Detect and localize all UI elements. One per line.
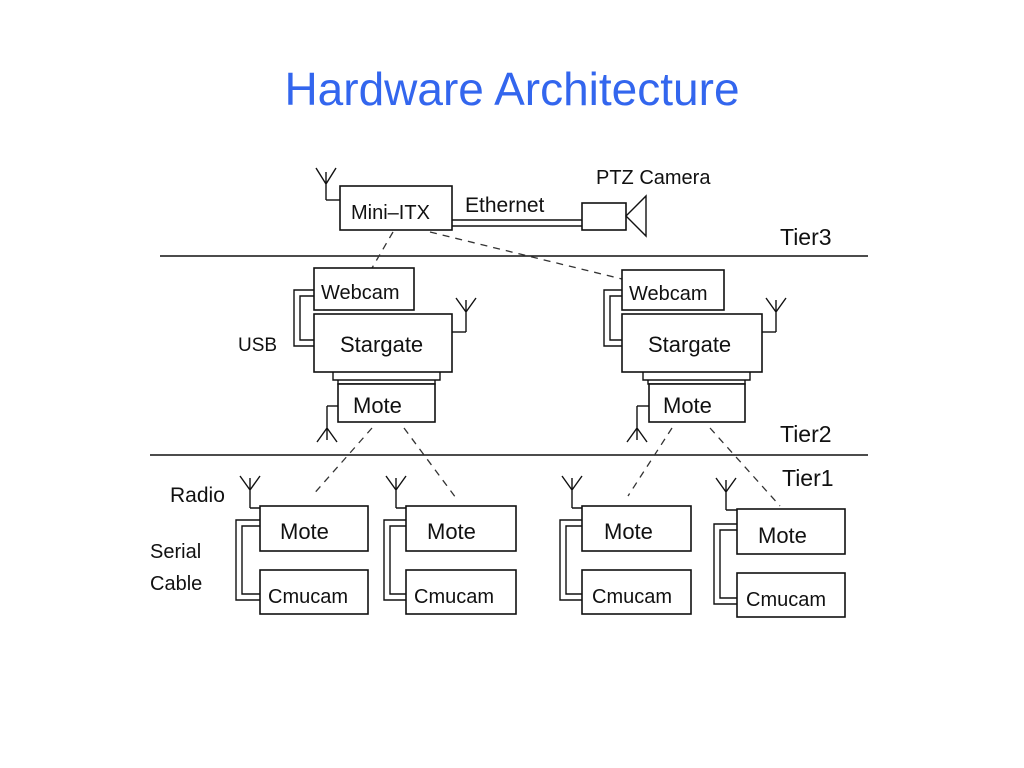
radio-label: Radio xyxy=(170,484,225,507)
usb-label: USB xyxy=(238,335,277,356)
ptz-camera-icon xyxy=(581,194,647,238)
stargate-box-left xyxy=(313,313,453,373)
slide-title: Hardware Architecture xyxy=(284,63,740,115)
tier2-label: Tier2 xyxy=(780,421,832,447)
antenna-icon xyxy=(561,475,583,509)
stargate-label-left: Stargate xyxy=(340,332,423,357)
serial-cable-label-line2: Cable xyxy=(150,573,202,595)
webcam-box-left xyxy=(313,267,415,311)
link-miniitx-left-webcam xyxy=(371,231,394,269)
webcam-box-right xyxy=(621,269,725,311)
mini-itx-label: Mini–ITX xyxy=(351,202,430,224)
antenna-icon xyxy=(715,477,737,511)
tier3-label: Tier3 xyxy=(780,224,832,250)
serial-cable-node1 xyxy=(235,519,260,601)
link-miniitx-right-webcam xyxy=(429,231,623,280)
mote-label-left-tier2: Mote xyxy=(353,393,402,418)
stargate-mote-connector-right xyxy=(642,372,751,385)
cmucam-label-node4: Cmucam xyxy=(746,589,826,611)
ethernet-label: Ethernet xyxy=(465,194,545,217)
antenna-icon xyxy=(385,475,407,509)
cmucam-box-node4 xyxy=(736,572,846,618)
cmucam-label-node1: Cmucam xyxy=(268,586,348,608)
cmucam-box-node1 xyxy=(259,569,369,615)
cmucam-label-node2: Cmucam xyxy=(414,586,494,608)
serial-cable-node4 xyxy=(713,523,737,605)
serial-cable-node2 xyxy=(383,519,406,601)
cmucam-box-node2 xyxy=(405,569,517,615)
usb-cable-left xyxy=(293,289,314,347)
stargate-box-right xyxy=(621,313,763,373)
ethernet-cable xyxy=(452,219,582,227)
link-right-mote-node4 xyxy=(709,427,781,507)
mote-box-right-tier2 xyxy=(648,383,746,423)
webcam-label-left: Webcam xyxy=(321,282,400,304)
cmucam-box-node3 xyxy=(581,569,692,615)
usb-cable-right xyxy=(603,289,622,347)
antenna-icon xyxy=(452,297,477,333)
mote-label-node2: Mote xyxy=(427,519,476,544)
mote-label-node4: Mote xyxy=(758,523,807,548)
mote-label-node3: Mote xyxy=(604,519,653,544)
antenna-icon xyxy=(762,297,787,333)
mote-label-node1: Mote xyxy=(280,519,329,544)
stargate-label-right: Stargate xyxy=(648,332,731,357)
stargate-mote-connector-left xyxy=(332,372,441,385)
link-right-mote-node3 xyxy=(627,427,673,497)
webcam-label-right: Webcam xyxy=(629,283,708,305)
link-left-mote-node2 xyxy=(403,427,457,499)
mote-box-node1 xyxy=(259,505,369,552)
mote-box-node2 xyxy=(405,505,517,552)
tier1-label: Tier1 xyxy=(782,465,834,491)
antenna-icon xyxy=(316,405,338,443)
cmucam-label-node3: Cmucam xyxy=(592,586,672,608)
mini-itx-box xyxy=(339,185,453,231)
antenna-icon xyxy=(626,405,649,443)
mote-box-node4 xyxy=(736,508,846,555)
antenna-icon xyxy=(239,475,261,509)
serial-cable-node3 xyxy=(559,519,582,601)
mote-box-left-tier2 xyxy=(337,383,436,423)
link-left-mote-node1 xyxy=(311,427,373,497)
mote-box-node3 xyxy=(581,505,692,552)
serial-cable-label-line1: Serial xyxy=(150,541,201,563)
mote-label-right-tier2: Mote xyxy=(663,393,712,418)
ptz-camera-label: PTZ Camera xyxy=(596,167,711,189)
antenna-icon xyxy=(315,167,340,201)
